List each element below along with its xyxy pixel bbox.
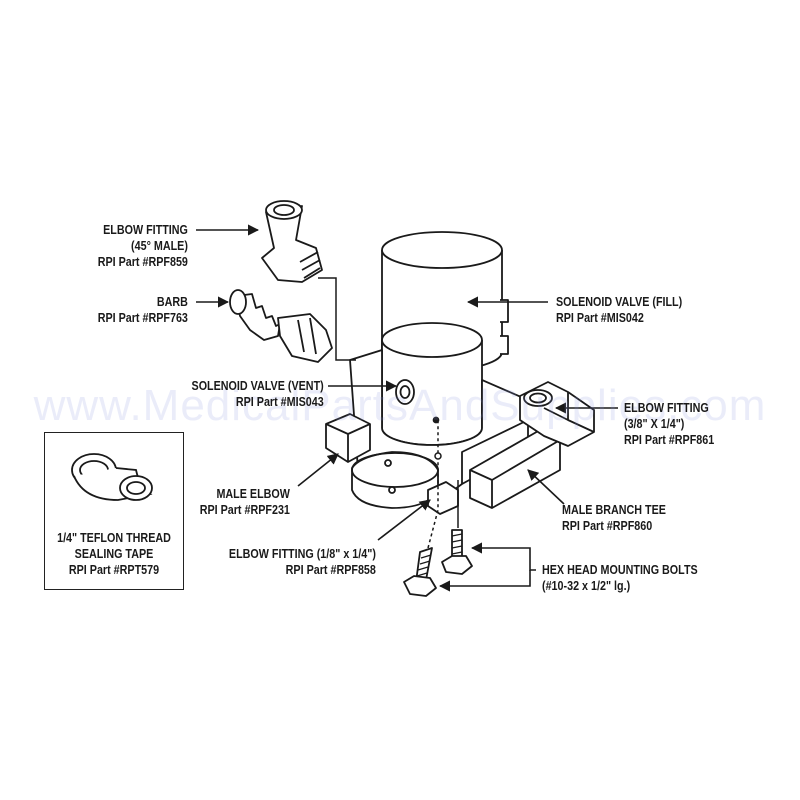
guide-bolt-left — [427, 422, 439, 549]
label-barb: BARB RPI Part #RPF763 — [97, 295, 188, 325]
arrow-male-elbow — [297, 453, 339, 487]
base-disk — [351, 451, 439, 509]
label-hex-bolts: HEX HEAD MOUNTING BOLTS (#10-32 x 1/2" l… — [542, 563, 698, 593]
male-elbow — [325, 413, 371, 463]
barb-fitting — [229, 289, 333, 363]
watermark-text: www.MedicalPartsAndSupplies.com — [33, 381, 767, 430]
label-teflon-tape: 1/4" TEFLON THREAD SEALING TAPE RPI Part… — [57, 531, 171, 577]
arrow-bolts-2 — [438, 570, 531, 592]
male-branch-tee — [469, 429, 561, 509]
label-elbow-fitting-45: ELBOW FITTING (45° MALE) RPI Part #RPF85… — [97, 223, 188, 269]
label-elbow-fitting-3-8: ELBOW FITTING (3/8" X 1/4") RPI Part #RP… — [624, 401, 715, 447]
arrow-branch-tee — [527, 469, 565, 505]
elbow-fitting-3-8 — [519, 381, 595, 447]
guide-elbow45 — [318, 277, 356, 361]
elbow-fitting-45 — [261, 200, 323, 283]
label-solenoid-fill: SOLENOID VALVE (FILL) RPI Part #MIS042 — [556, 295, 683, 325]
hex-bolt-right — [441, 529, 473, 575]
label-male-elbow: MALE ELBOW RPI Part #RPF231 — [199, 487, 290, 517]
label-male-branch-tee: MALE BRANCH TEE RPI Part #RPF860 — [562, 503, 666, 533]
label-solenoid-vent: SOLENOID VALVE (VENT) RPI Part #MIS043 — [191, 379, 324, 409]
arrow-elbow18 — [377, 499, 431, 541]
teflon-tape-box — [44, 432, 184, 590]
hex-bolt-left — [403, 547, 437, 597]
label-elbow-fitting-1-8: ELBOW FITTING (1/8" x 1/4") RPI Part #RP… — [229, 547, 376, 577]
arrow-bolts — [470, 542, 536, 571]
teflon-tape-icon — [71, 453, 153, 501]
